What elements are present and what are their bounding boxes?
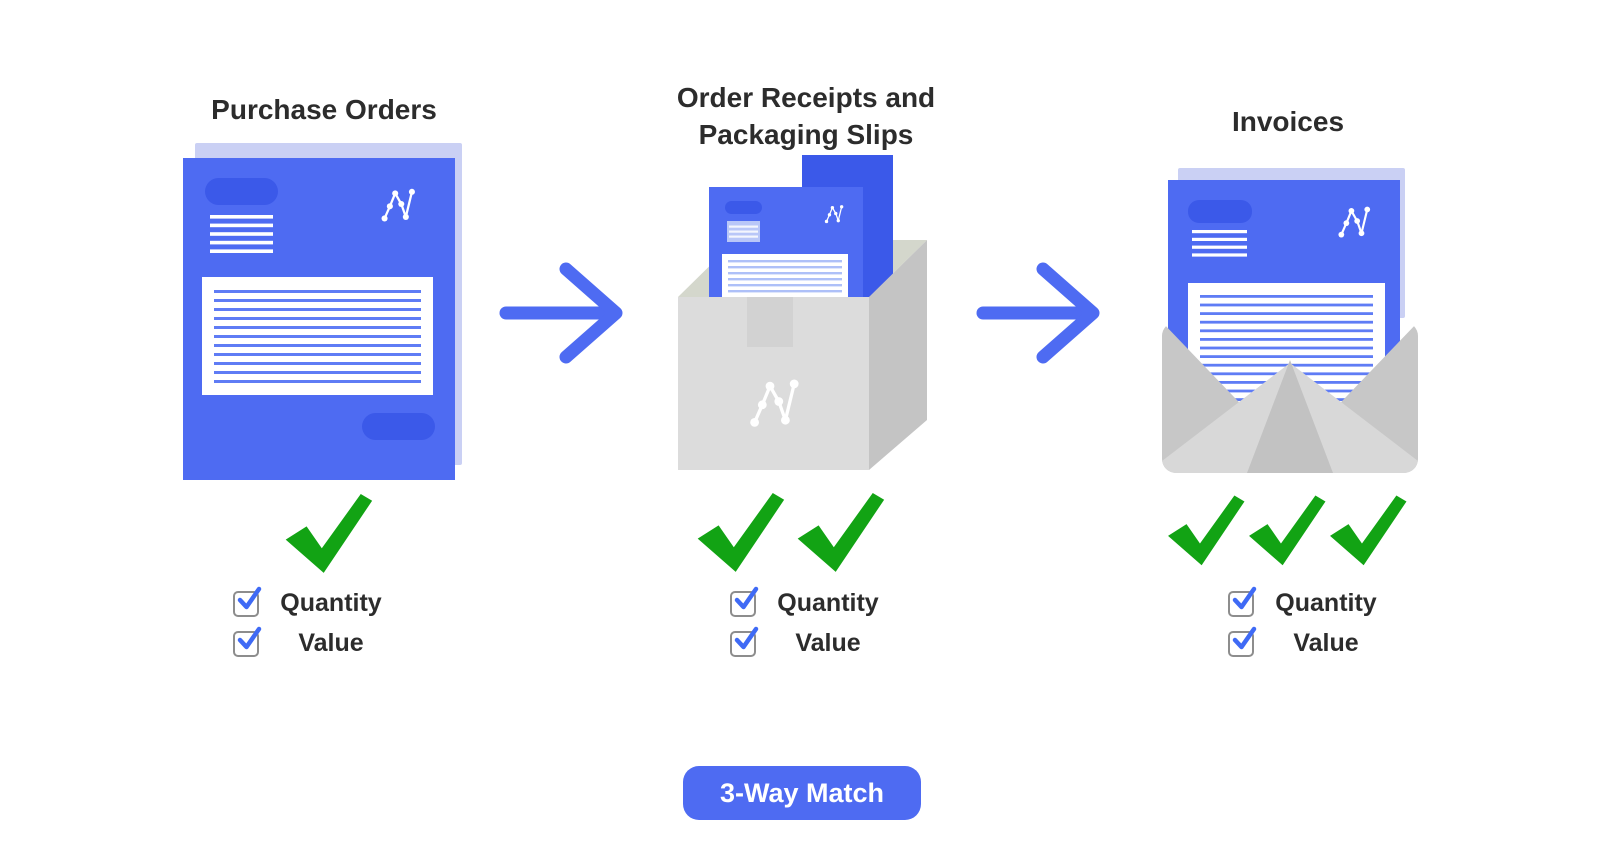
quantity-checkbox xyxy=(233,586,262,617)
receipts-box-illustration xyxy=(678,155,927,470)
checkmark-icon xyxy=(1249,495,1326,566)
checkmark-icon xyxy=(285,494,373,573)
arrow-right-icon xyxy=(976,262,1100,364)
arrow-right-icon xyxy=(499,262,623,364)
three-way-match-badge: 3-Way Match xyxy=(683,766,921,820)
quantity-label: Quantity xyxy=(1275,589,1377,617)
value-checkbox xyxy=(1228,626,1257,657)
checkbox-check-icon xyxy=(237,626,262,649)
checklist-invoices: Quantity Value xyxy=(1228,586,1385,670)
column-title-purchase-orders: Purchase Orders xyxy=(211,94,437,126)
quantity-label: Quantity xyxy=(280,589,382,617)
checklist-row: Quantity xyxy=(233,586,390,617)
checklist-row: Value xyxy=(1228,626,1385,657)
checkbox-check-icon xyxy=(734,626,759,649)
checklist-row: Quantity xyxy=(1228,586,1385,617)
column-title-order-receipts: Order Receipts and Packaging Slips xyxy=(676,82,936,151)
purchase-order-illustration xyxy=(183,143,462,480)
checkbox-check-icon xyxy=(1232,586,1257,609)
value-checkbox xyxy=(233,626,262,657)
checklist-row: Value xyxy=(233,626,390,657)
checklist-purchase-orders: Quantity Value xyxy=(233,586,390,670)
checklist-row: Value xyxy=(730,626,887,657)
quantity-label: Quantity xyxy=(777,589,879,617)
value-label: Value xyxy=(1293,629,1359,657)
checkmark-icon xyxy=(1330,495,1407,566)
checkmarks-row xyxy=(692,490,892,574)
checkbox-check-icon xyxy=(734,586,759,609)
envelope-icon xyxy=(1162,322,1418,473)
value-label: Value xyxy=(298,629,364,657)
checkbox-check-icon xyxy=(237,586,262,609)
checkmarks-row xyxy=(1163,488,1407,572)
quantity-checkbox xyxy=(730,586,759,617)
checkmarks-row xyxy=(280,490,375,576)
checklist-order-receipts: Quantity Value xyxy=(730,586,887,670)
invoice-envelope-illustration xyxy=(1162,168,1418,473)
column-title-invoices: Invoices xyxy=(1231,106,1345,138)
checkmark-icon xyxy=(697,493,785,572)
quantity-checkbox xyxy=(1228,586,1257,617)
checkmark-icon xyxy=(797,493,885,572)
value-label: Value xyxy=(795,629,861,657)
checkmark-icon xyxy=(1168,495,1245,566)
value-checkbox xyxy=(730,626,759,657)
checkbox-check-icon xyxy=(1232,626,1257,649)
checklist-row: Quantity xyxy=(730,586,887,617)
